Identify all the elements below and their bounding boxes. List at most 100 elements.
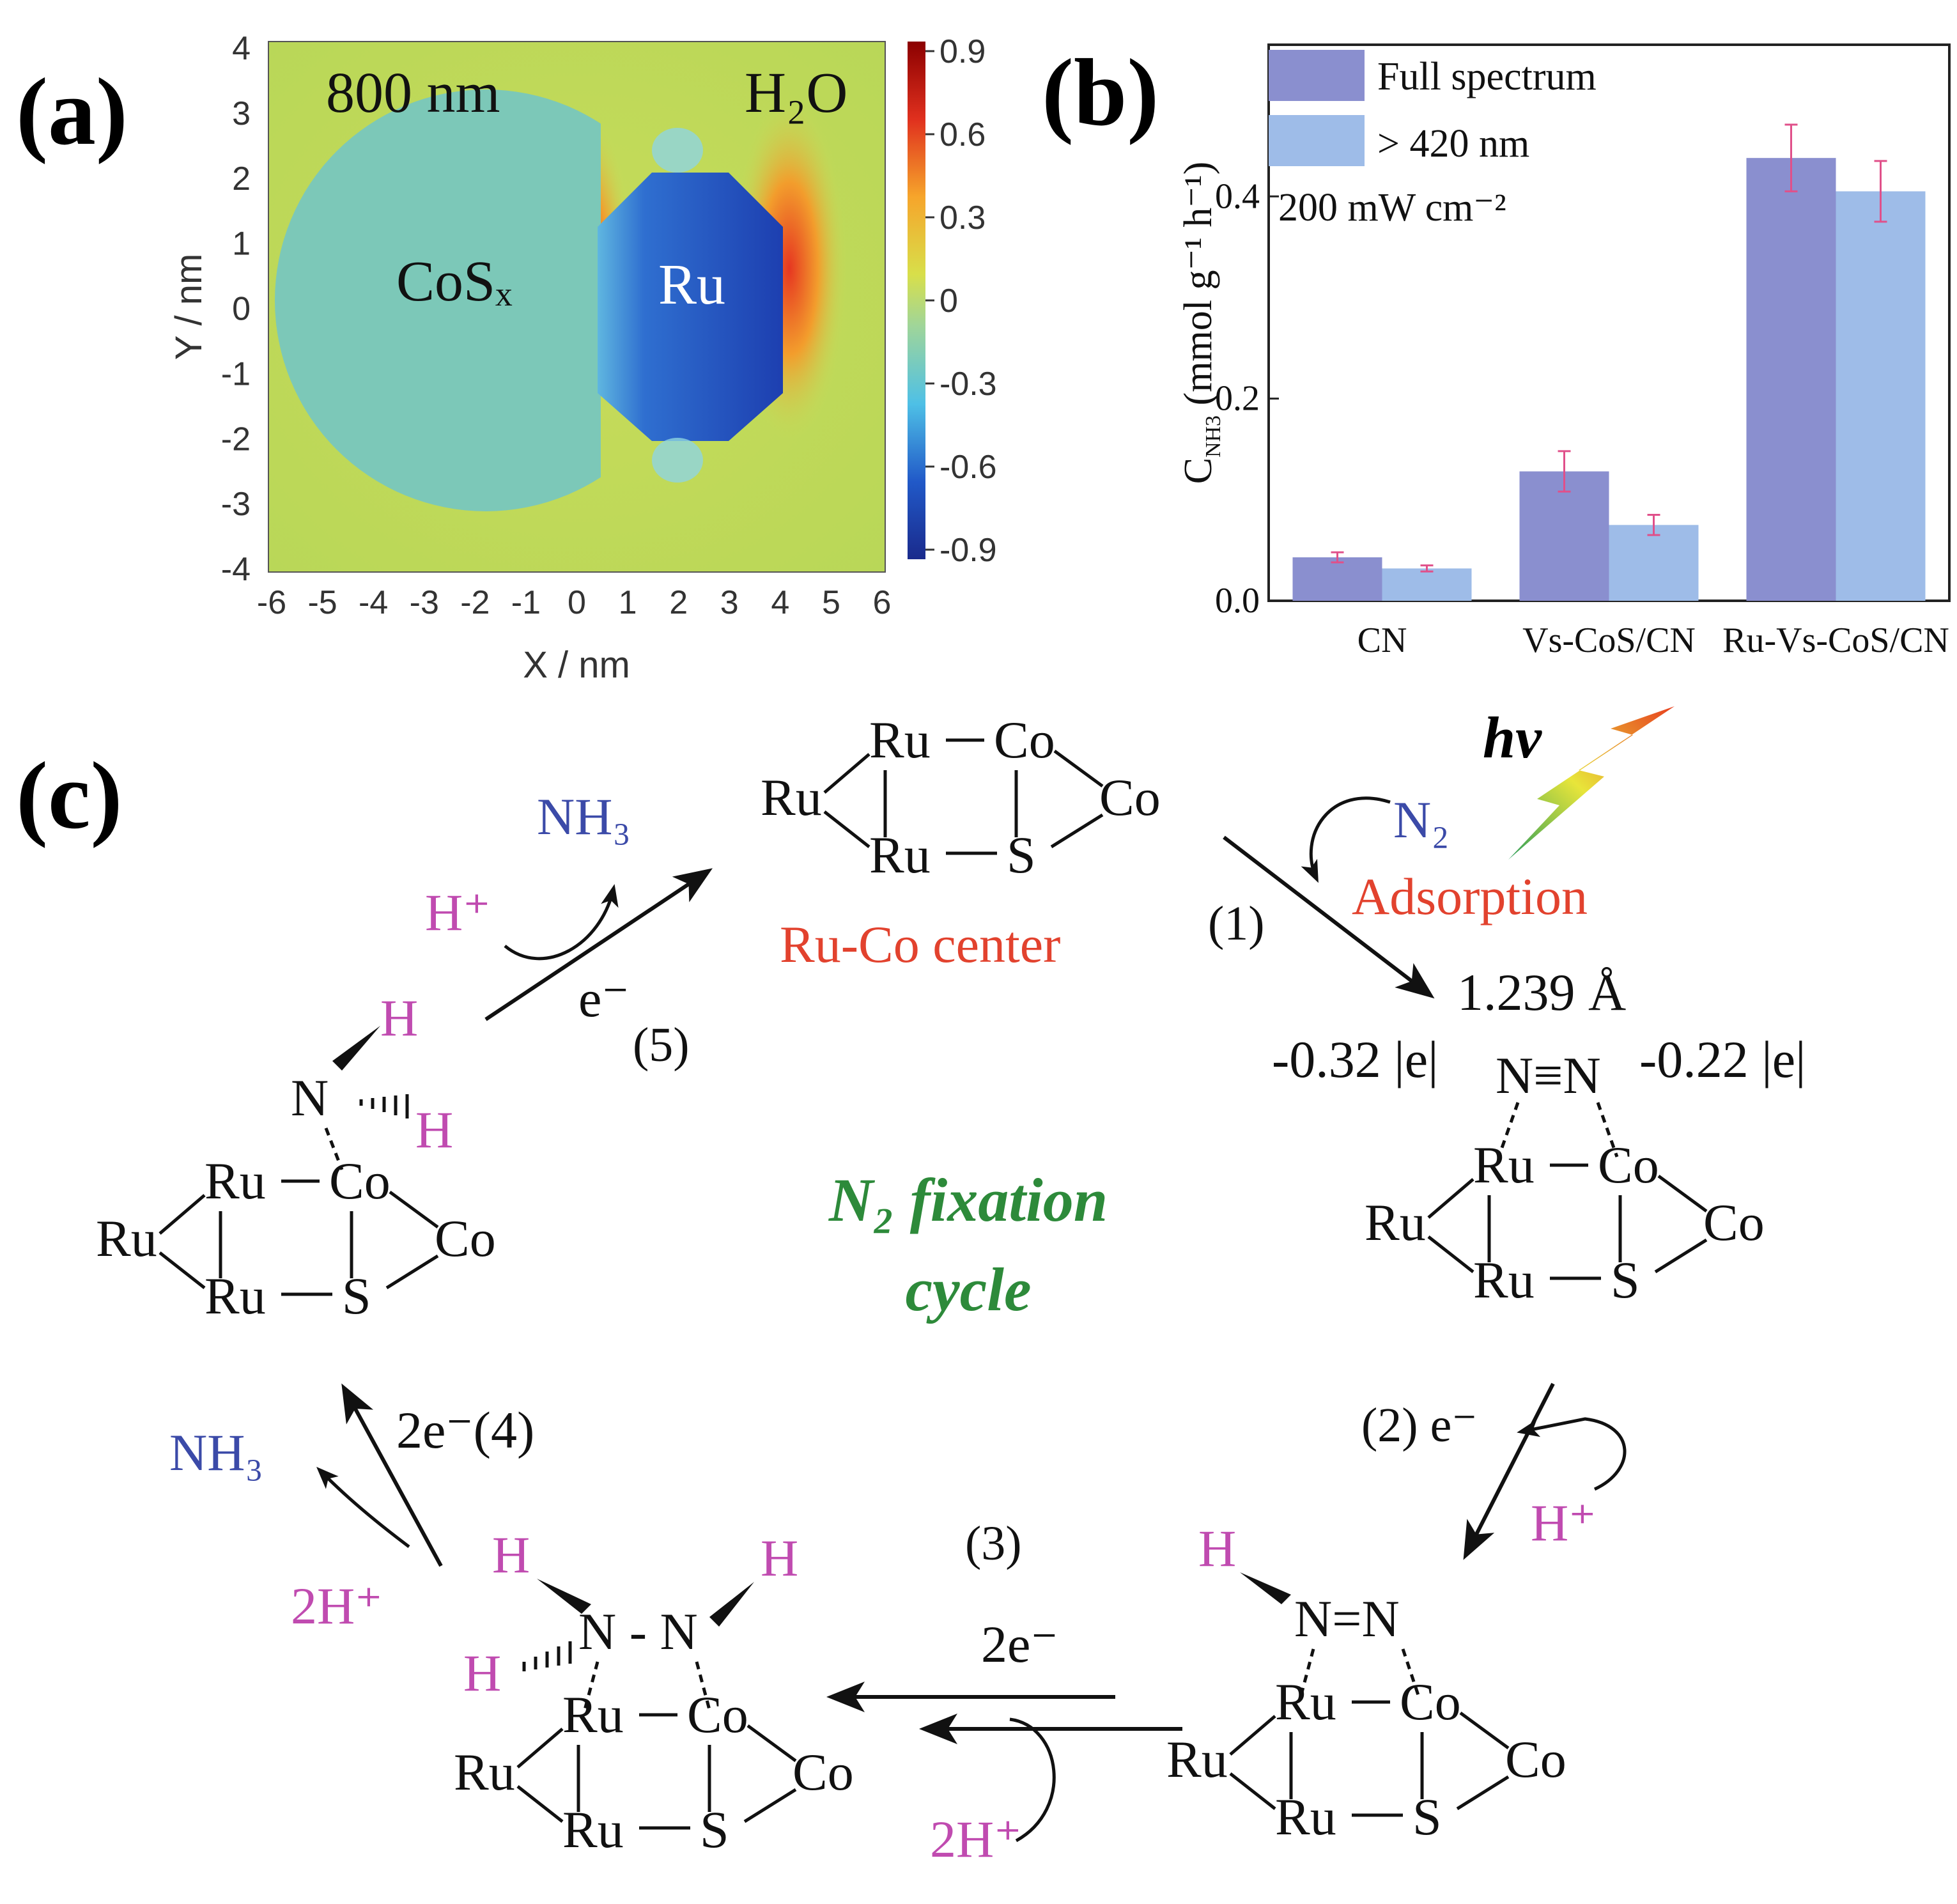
step3-proton-curve [1009,1717,1056,1843]
step4-arrow [341,1383,443,1567]
step4-nh3-curve [316,1467,410,1548]
y-tick-label: -4 [221,551,251,588]
colorbar-tick-label: -0.9 [940,532,997,569]
y-axis-units: (mmol g⁻¹ h⁻¹) [1177,162,1220,415]
y-axis-title: CNH3 (mmol g⁻¹ h⁻¹) [1177,162,1225,484]
legend-swatch-vis [1269,115,1365,166]
x-tick-label: 4 [771,584,789,621]
bond-s-co [1050,813,1104,849]
bond-ru-ru-upper [823,753,870,794]
panel-c-label: (c) [16,743,122,849]
bond-ru-ru-upper [1229,1715,1276,1756]
x-tick-label: -3 [410,584,439,621]
ru-label: Ru [658,253,725,316]
h-label-l-1: H [380,989,418,1047]
co-atom-right: Co [435,1209,496,1267]
bond-s-co [743,1788,797,1823]
co-atom-top: Co [1598,1136,1659,1194]
bond-ru-ru-upper [1427,1178,1474,1219]
bond-co-co [1657,1174,1708,1213]
step3-2hplus: 2H⁺ [930,1810,1022,1868]
bar [1746,158,1836,601]
panel-b-label: (b) [1042,40,1159,146]
bond-ru-ru-lower [1229,1772,1276,1810]
hv-label: hv [1483,705,1542,770]
y-tick-label: 1 [232,226,251,263]
bar [1519,471,1609,601]
x-tick-label: 5 [822,584,840,621]
y-tick-label: 3 [232,95,251,132]
field-map: 800 nm H₂O CoSₓ Ru [268,41,886,573]
s-atom-bottom: S [1611,1251,1640,1309]
step2-label: (2) e⁻ [1361,1398,1477,1452]
step5-arrow [484,868,713,1021]
category-label: CN [1358,621,1407,660]
cosx-label: CoSₓ [396,250,513,313]
n-atom-left: N [291,1069,329,1127]
ru-atom-bottom: Ru [1473,1251,1535,1309]
ru-atom-left: Ru [761,768,822,826]
x-tick-label: 1 [619,584,637,621]
y-tick-label: -2 [221,421,251,458]
y-tick-label: 2 [232,160,251,197]
y-tick-label: 0.4 [1215,176,1260,216]
bond-co-co [1459,1711,1510,1750]
bar [1382,568,1472,601]
legend-swatch-full [1269,50,1365,101]
x-tick-label: -5 [307,584,337,621]
panel-a-label: (a) [16,59,128,165]
colorbar-tick-label: 0 [940,283,958,320]
step5-label: (5) [633,1018,690,1072]
svg-text:CNH3 (mmol g⁻¹ h⁻¹): CNH3 (mmol g⁻¹ h⁻¹) [1177,162,1225,484]
x-axis-title: X / nm [523,644,630,686]
co-atom-top: Co [329,1152,391,1210]
cosx-particle [275,89,601,511]
step2-arrow [1463,1382,1555,1560]
co-atom-top: Co [994,711,1055,769]
h-label-bl-1: H [492,1526,530,1584]
step5-electron: e⁻ [578,970,630,1028]
colorbar-tick-label: -0.6 [940,449,997,486]
ru-atom-top: Ru [562,1685,624,1744]
s-atom-bottom: S [1412,1788,1442,1846]
ru-atom-left: Ru [454,1743,515,1801]
lightning-bolt-icon [1508,706,1675,860]
bond-ru-ru-lower [159,1251,206,1289]
cycle-title-line1: N₂ fixation [828,1166,1108,1234]
step1-label: (1) [1208,897,1265,950]
ru-atom-top: Ru [1473,1136,1535,1194]
step3-label: (3) [965,1517,1022,1570]
y-tick-label: 0.2 [1215,379,1260,419]
bond-ru-ru-upper [159,1194,206,1235]
step5-curve [504,884,619,961]
bond-length-label: 1.239 Å [1457,963,1626,1021]
ru-atom-left: Ru [1166,1730,1228,1788]
bond-ru-ru-lower [1427,1235,1474,1273]
x-tick-label: 6 [873,584,892,621]
n-double-n: N=N [1294,1590,1400,1648]
ru-atom-left: Ru [96,1209,157,1267]
bond-s-co [1654,1238,1708,1274]
cycle-title-line2: cycle [905,1255,1031,1324]
step4-label: 2e⁻(4) [396,1401,534,1459]
n-triple-n: N≡N [1496,1046,1601,1104]
bar [1836,191,1926,601]
medium-label: H₂O [745,61,847,125]
bond-s-co [1456,1775,1510,1811]
ru-particle [598,173,783,441]
colorbar-tick-label: 0.6 [940,116,986,153]
x-tick-label: -4 [359,584,388,621]
colorbar-tick-label: -0.3 [940,366,997,403]
bond-ru-ru-upper [516,1728,564,1769]
y-tick-label: -1 [221,355,251,392]
ru-co-center-label: Ru-Co center [780,915,1060,973]
co-atom-right: Co [1505,1730,1566,1788]
ru-atom-bottom: Ru [1275,1788,1336,1846]
